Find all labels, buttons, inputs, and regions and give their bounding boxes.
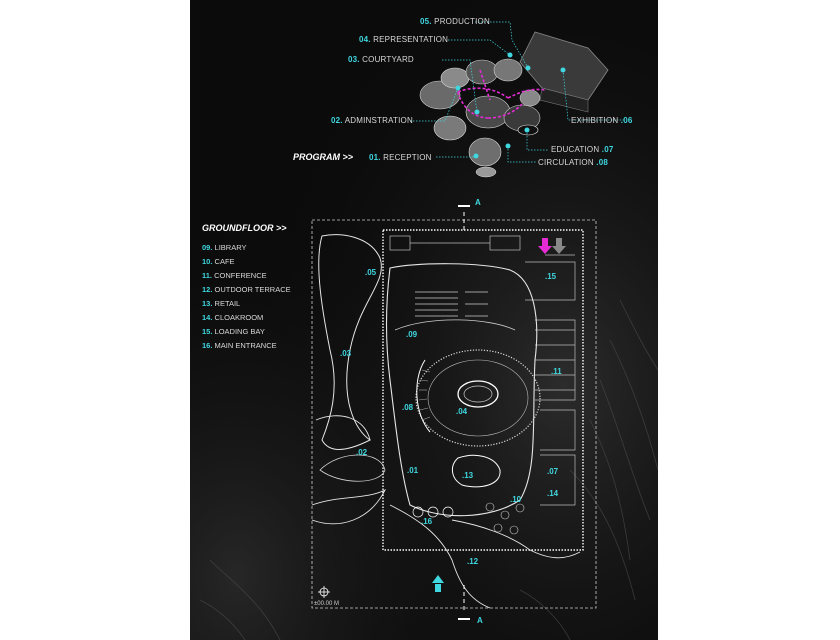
program-model [410, 21, 625, 178]
legend-num: 10. [202, 257, 213, 266]
program-item-courtyard: 03. COURTYARD [348, 55, 414, 64]
program-num: .06 [620, 116, 633, 125]
program-label: EDUCATION [551, 145, 600, 154]
plan-label-15: .15 [545, 272, 557, 281]
plan-label-14: .14 [547, 489, 559, 498]
program-num: .07 [601, 145, 614, 154]
program-label: EXHIBITION [571, 116, 619, 125]
legend-item: 16. MAIN ENTRANCE [202, 339, 291, 353]
legend-num: 14. [202, 313, 213, 322]
drawing-graphics [190, 0, 658, 640]
program-label: REPRESENTATION [373, 35, 449, 44]
program-item-representation: 04. REPRESENTATION [359, 35, 448, 44]
program-heading: PROGRAM >> [293, 152, 354, 162]
plan-label-08: .08 [402, 403, 414, 412]
legend-item: 11. CONFERENCE [202, 269, 291, 283]
loading-bay-arrows-icon [538, 238, 566, 254]
program-item-administration: 02. ADMINSTRATION [331, 116, 413, 125]
plan-label-07: .07 [547, 467, 559, 476]
entrance-arrow-icon [432, 575, 444, 592]
program-item-exhibition: EXHIBITION .06 [571, 116, 633, 125]
legend-item: 10. CAFE [202, 255, 291, 269]
program-item-circulation: CIRCULATION .08 [538, 158, 608, 167]
plan-label-01: .01 [407, 466, 419, 475]
program-num: 02. [331, 116, 343, 125]
legend-num: 12. [202, 285, 213, 294]
program-num: 04. [359, 35, 371, 44]
drawing-sheet: 05. PRODUCTION 04. REPRESENTATION 03. CO… [190, 0, 658, 640]
legend-num: 13. [202, 299, 213, 308]
foliage-texture [199, 299, 658, 640]
plan-label-04: .04 [456, 407, 468, 416]
plan-label-03: .03 [340, 349, 352, 358]
program-label: CIRCULATION [538, 158, 594, 167]
legend-num: 11. [202, 271, 213, 280]
legend-label: LIBRARY [214, 243, 247, 252]
legend-label: OUTDOOR TERRACE [214, 285, 291, 294]
legend-item: 15. LOADING BAY [202, 325, 291, 339]
groundfloor-legend: 09. LIBRARY 10. CAFE 11. CONFERENCE 12. … [202, 241, 291, 353]
section-marker-bottom: A [477, 616, 483, 625]
program-num: 03. [348, 55, 360, 64]
program-item-production: 05. PRODUCTION [420, 17, 490, 26]
plan-label-13: .13 [462, 471, 474, 480]
program-label: ADMINSTRATION [344, 116, 413, 125]
level-marker: ±00.00 M [314, 601, 339, 607]
groundfloor-plan [311, 205, 597, 620]
program-label: RECEPTION [383, 153, 432, 162]
north-arrow-icon [318, 586, 330, 598]
legend-label: LOADING BAY [214, 327, 265, 336]
legend-item: 13. RETAIL [202, 297, 291, 311]
legend-num: 15. [202, 327, 213, 336]
legend-label: RETAIL [214, 299, 241, 308]
program-num: 01. [369, 153, 381, 162]
legend-item: 14. CLOAKROOM [202, 311, 291, 325]
legend-item: 09. LIBRARY [202, 241, 291, 255]
plan-label-11: .11 [551, 367, 562, 376]
program-num: .08 [596, 158, 609, 167]
legend-num: 16. [202, 341, 213, 350]
legend-label: CAFE [214, 257, 235, 266]
legend-item: 12. OUTDOOR TERRACE [202, 283, 291, 297]
plan-label-10: .10 [510, 495, 522, 504]
program-label: PRODUCTION [434, 17, 490, 26]
program-num: 05. [420, 17, 432, 26]
section-marker-top: A [475, 198, 481, 207]
plan-label-02: .02 [356, 448, 368, 457]
program-item-education: EDUCATION .07 [551, 145, 614, 154]
program-label: COURTYARD [362, 55, 414, 64]
plan-label-12: .12 [467, 557, 479, 566]
legend-label: CONFERENCE [214, 271, 267, 280]
legend-label: MAIN ENTRANCE [214, 341, 277, 350]
plan-label-05: .05 [365, 268, 377, 277]
program-item-reception: 01. RECEPTION [369, 153, 432, 162]
plan-label-16: .16 [421, 517, 433, 526]
legend-label: CLOAKROOM [214, 313, 264, 322]
groundfloor-heading: GROUNDFLOOR >> [202, 223, 287, 233]
plan-label-09: .09 [406, 330, 418, 339]
legend-num: 09. [202, 243, 213, 252]
